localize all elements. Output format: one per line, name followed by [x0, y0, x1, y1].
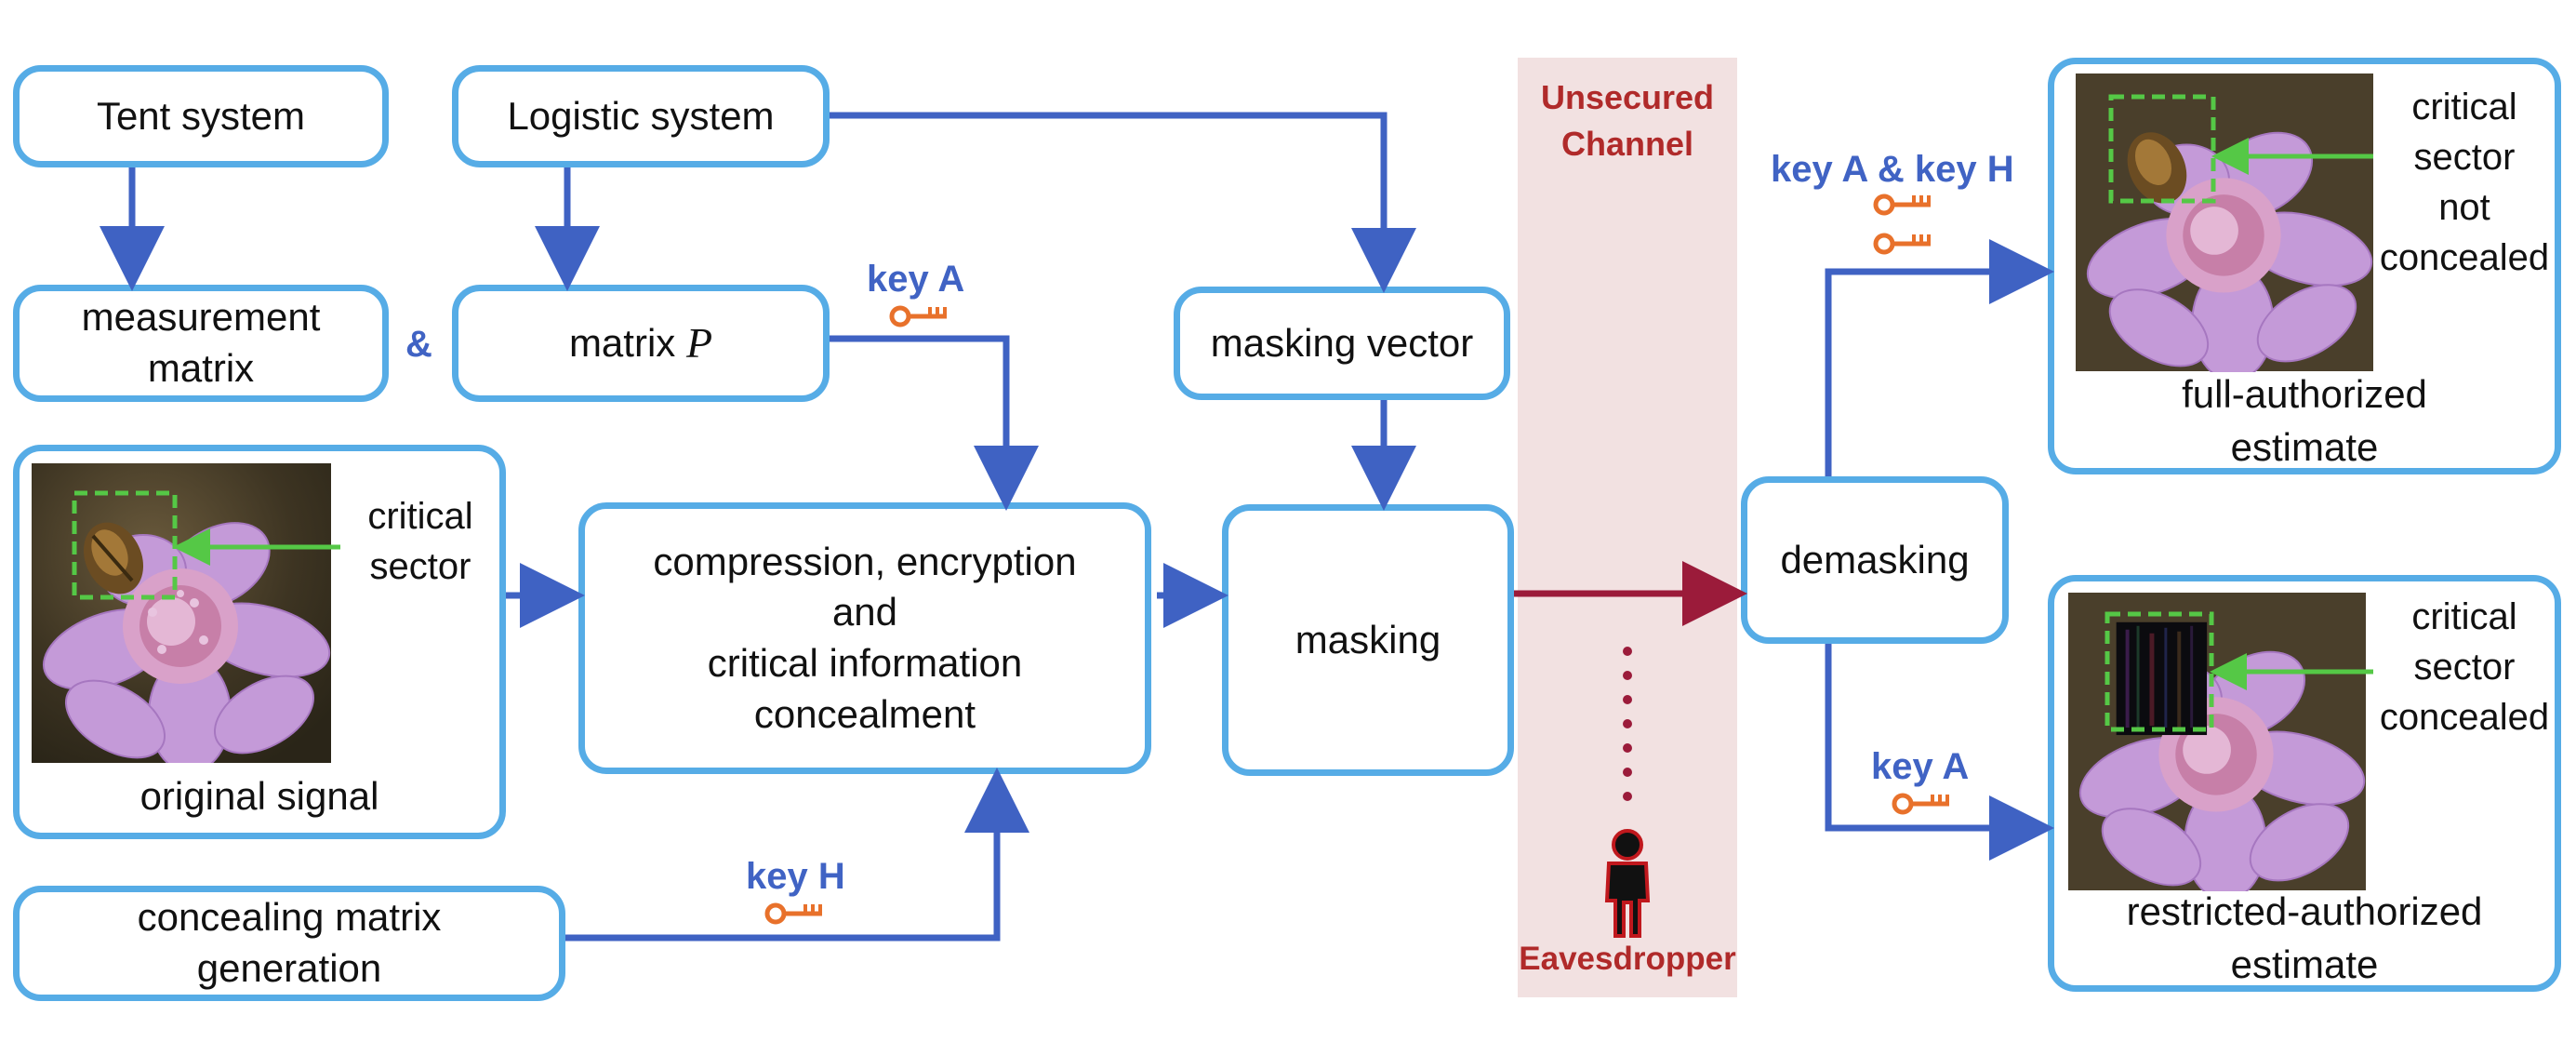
unsecured-channel-title: Unsecured Channel [1540, 78, 1715, 164]
matrix-p-box: matrix P [452, 285, 830, 402]
key-h-label: key H [746, 856, 845, 897]
restricted-authorized-estimate-label: restricted-authorized estimate [2126, 889, 2483, 986]
critical-sector-marker-full [2108, 94, 2216, 204]
restricted-authorized-estimate-image [2068, 592, 2366, 891]
concealing-matrix-box: concealing matrix generation [13, 886, 565, 1001]
key-icon-h [767, 904, 822, 922]
critical-sector-not-concealed-label: critical sector not concealed [2379, 87, 2550, 278]
critical-sector-concealed-label: critical sector concealed [2379, 596, 2550, 738]
key-icon-ah-1 [1876, 195, 1931, 213]
critical-sector-label-original: critical sector [367, 496, 473, 587]
tent-system-box: Tent system [13, 65, 389, 167]
key-icon-a-bottom [1894, 795, 1949, 812]
ampersand-label: & [405, 324, 432, 365]
demasking-box: demasking [1741, 476, 2009, 644]
original-signal-image [32, 463, 331, 763]
full-authorized-estimate-label: full-authorized estimate [2182, 372, 2427, 469]
logistic-system-box: Logistic system [452, 65, 830, 167]
masking-vector-box: masking vector [1174, 287, 1510, 400]
critical-sector-marker-restricted [2105, 611, 2214, 732]
key-icon-ah-2 [1876, 234, 1931, 252]
matrix-p-variable: P [685, 319, 713, 367]
eavesdropper-label: Eavesdropper [1519, 941, 1736, 977]
compression-encryption-box: compression, encryption and critical inf… [578, 502, 1151, 774]
critical-sector-marker-original [72, 490, 178, 600]
masking-box: masking [1222, 504, 1514, 776]
key-icon-a-top [892, 307, 947, 325]
measurement-matrix-box: measurement matrix [13, 285, 389, 402]
arrow-matrix-p-to-compression [830, 335, 1039, 511]
full-authorized-estimate-image [2076, 73, 2373, 372]
arrow-demasking-to-full-estimate [1825, 239, 2054, 476]
person-icon [1604, 829, 1651, 938]
arrow-logistic-to-masking-vector [830, 112, 1416, 293]
key-a-label-top: key A [867, 259, 965, 300]
arrow-concealing-to-compression [565, 768, 1029, 942]
key-a-and-h-label: key A & key H [1771, 149, 2014, 190]
original-signal-label: original signal [139, 774, 379, 818]
matrix-p-label: matrix [568, 320, 686, 365]
eavesdropper-dotted-link [1623, 647, 1632, 801]
key-a-label-bottom: key A [1871, 746, 1970, 787]
arrow-demasking-to-restricted-estimate [1825, 644, 2054, 861]
